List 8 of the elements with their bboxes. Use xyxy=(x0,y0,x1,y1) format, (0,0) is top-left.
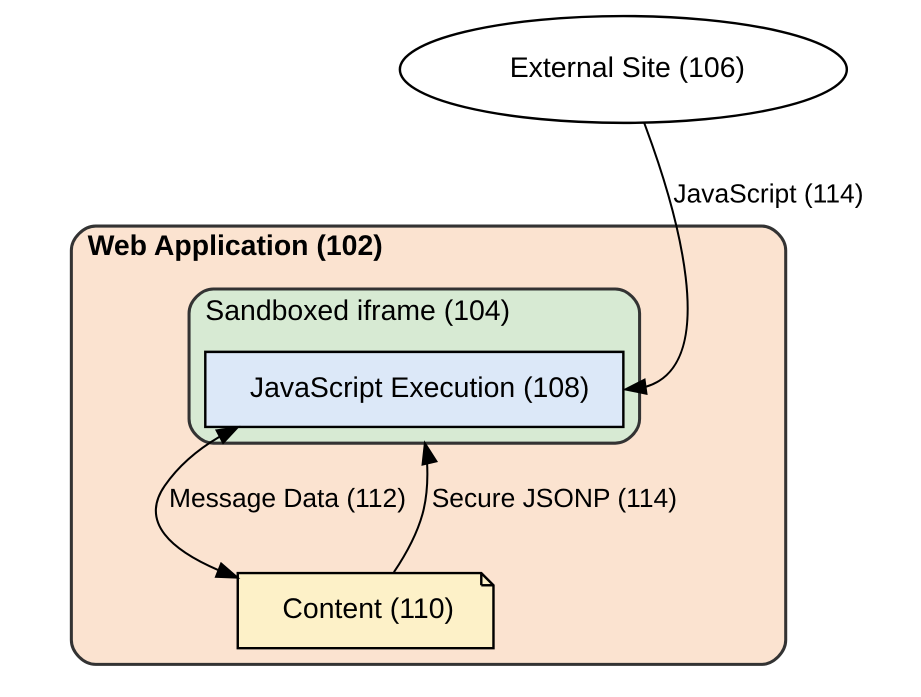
edge-label: Secure JSONP (114) xyxy=(431,482,676,513)
arrow xyxy=(392,440,438,573)
edge-label: JavaScript (114) xyxy=(672,178,863,209)
edge-label: Message Data (112) xyxy=(168,482,406,513)
node-ellipse: External Site (106) xyxy=(398,14,848,124)
node-box: JavaScript Execution (108) xyxy=(204,350,624,428)
arrow xyxy=(154,426,240,579)
arrow xyxy=(622,122,688,396)
